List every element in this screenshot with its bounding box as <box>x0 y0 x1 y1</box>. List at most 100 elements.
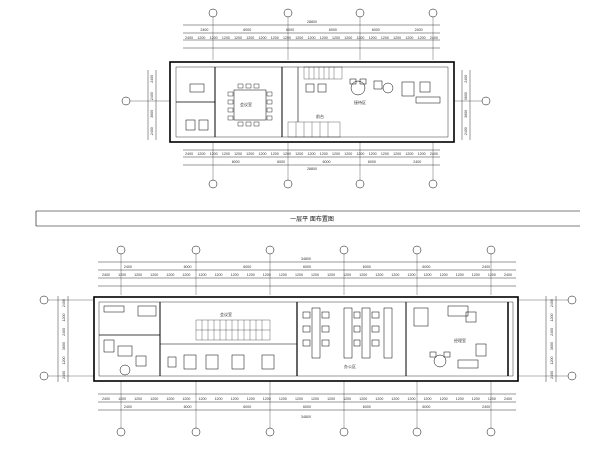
dimension-label: 1200 <box>311 273 319 277</box>
dimension-label: 2400 <box>150 92 154 100</box>
dimension-label: 1200 <box>222 152 230 156</box>
dimension-label: 1200 <box>283 152 291 156</box>
dimension-label: 1200 <box>375 397 383 401</box>
bottom-plan-bottom-total-dim: 34800 <box>301 415 311 419</box>
dimension-label: 2400 <box>124 265 132 269</box>
dimension-label: 2400 <box>200 28 208 32</box>
dimension-label: 1200 <box>381 152 389 156</box>
dimension-label: 6000 <box>323 160 331 164</box>
dimension-label: 1200 <box>343 273 351 277</box>
dimension-label: 6000 <box>243 405 251 409</box>
dimension-label: 1200 <box>369 36 377 40</box>
top-plan-bottom-total-dim: 28800 <box>307 167 317 171</box>
dimension-label: 6000 <box>184 405 192 409</box>
dimension-label: 1200 <box>271 36 279 40</box>
dimension-label: 1200 <box>332 152 340 156</box>
dimension-label: 3600 <box>550 342 554 350</box>
top-plan-bottom-row1: 2400 1200 1200 1200 1200 1200 1200 1200 1200 1200… <box>185 152 438 156</box>
dimension-label: 1200 <box>405 152 413 156</box>
dimension-label: 2400 <box>550 371 554 379</box>
dimension-label: 6000 <box>372 28 380 32</box>
dimension-label: 1200 <box>393 36 401 40</box>
dimension-label: 3600 <box>150 110 154 118</box>
dimension-label: 2400 <box>550 299 554 307</box>
dimension-label: 1200 <box>375 273 383 277</box>
bottom-plan-room-label-3: 会议室 <box>220 311 232 317</box>
dimension-label: 1200 <box>271 152 279 156</box>
dimension-label: 1200 <box>488 397 496 401</box>
dimension-label: 1200 <box>150 273 158 277</box>
dimension-label: 1200 <box>488 273 496 277</box>
dimension-label: 1200 <box>424 397 432 401</box>
dimension-label: 3600 <box>464 110 468 118</box>
bottom-plan-bottom-row1: 2400 1200 1200 1200 1200 1200 1200 1200 1200 1200… <box>102 397 512 401</box>
dimension-label: 1200 <box>134 273 142 277</box>
dimension-label: 1200 <box>259 36 267 40</box>
dimension-label: 1200 <box>332 36 340 40</box>
dimension-label: 6000 <box>363 405 371 409</box>
dimension-label: 1200 <box>472 397 480 401</box>
dimension-label: 1200 <box>166 273 174 277</box>
dimension-label: 1200 <box>327 273 335 277</box>
top-plan-total-dim: 28800 <box>307 20 317 24</box>
dimension-label: 1200 <box>247 397 255 401</box>
top-plan-axis-bottom <box>208 142 438 189</box>
dimension-label: 1200 <box>234 36 242 40</box>
dimension-label: 1200 <box>408 273 416 277</box>
bottom-plan-total-dim: 34800 <box>301 257 311 261</box>
dimension-label: 1200 <box>311 397 319 401</box>
conference-table <box>233 89 267 121</box>
dimension-label: 1200 <box>182 397 190 401</box>
dimension-label: 1200 <box>343 397 351 401</box>
dimension-label: 3600 <box>62 342 66 350</box>
dimension-label: 1200 <box>279 397 287 401</box>
dimension-label: 6000 <box>277 160 285 164</box>
dimension-label: 1200 <box>279 273 287 277</box>
dimension-label: 2400 <box>185 36 193 40</box>
dimension-label: 1200 <box>263 397 271 401</box>
dimension-label: 2400 <box>430 152 438 156</box>
bottom-plan-axis-bottom <box>116 381 496 437</box>
dimension-label: 1200 <box>381 36 389 40</box>
dimension-label: 1200 <box>405 36 413 40</box>
workstations <box>302 307 393 359</box>
dimension-label: 1200 <box>118 273 126 277</box>
dimension-label: 1200 <box>222 36 230 40</box>
dimension-label: 1200 <box>456 273 464 277</box>
dimension-label: 1200 <box>440 273 448 277</box>
top-plan-dim-row1: 2400 1200 1200 1200 1200 1200 1200 1200 1200 1200… <box>185 36 438 40</box>
dimension-label: 1200 <box>320 152 328 156</box>
dimension-label: 1200 <box>344 36 352 40</box>
dimension-label: 1200 <box>550 357 554 365</box>
dimension-label: 1200 <box>210 36 218 40</box>
dimension-label: 2400 <box>102 397 110 401</box>
dimension-label: 1200 <box>359 273 367 277</box>
dimension-label: 1200 <box>62 314 66 322</box>
dimension-label: 2400 <box>430 36 438 40</box>
dimension-label: 1200 <box>359 397 367 401</box>
dimension-label: 1200 <box>215 397 223 401</box>
dimension-label: 2400 <box>415 28 423 32</box>
dimension-label: 6000 <box>303 405 311 409</box>
dimension-label: 6000 <box>243 28 251 32</box>
drawing-title: 一层平 面布置图 <box>290 215 334 223</box>
dimension-label: 6000 <box>422 265 430 269</box>
dimension-label: 1200 <box>393 152 401 156</box>
dimension-label: 1200 <box>391 397 399 401</box>
dimension-label: 6000 <box>329 28 337 32</box>
bottom-plan-room-label-1: 办公区 <box>344 363 356 369</box>
dimension-label: 2400 <box>504 273 512 277</box>
dimension-label: 6000 <box>303 265 311 269</box>
dimension-label: 2400 <box>482 405 490 409</box>
dimension-label: 2400 <box>62 328 66 336</box>
dimension-label: 1200 <box>391 273 399 277</box>
dimension-label: 1200 <box>356 36 364 40</box>
dimension-label: 1200 <box>246 152 254 156</box>
